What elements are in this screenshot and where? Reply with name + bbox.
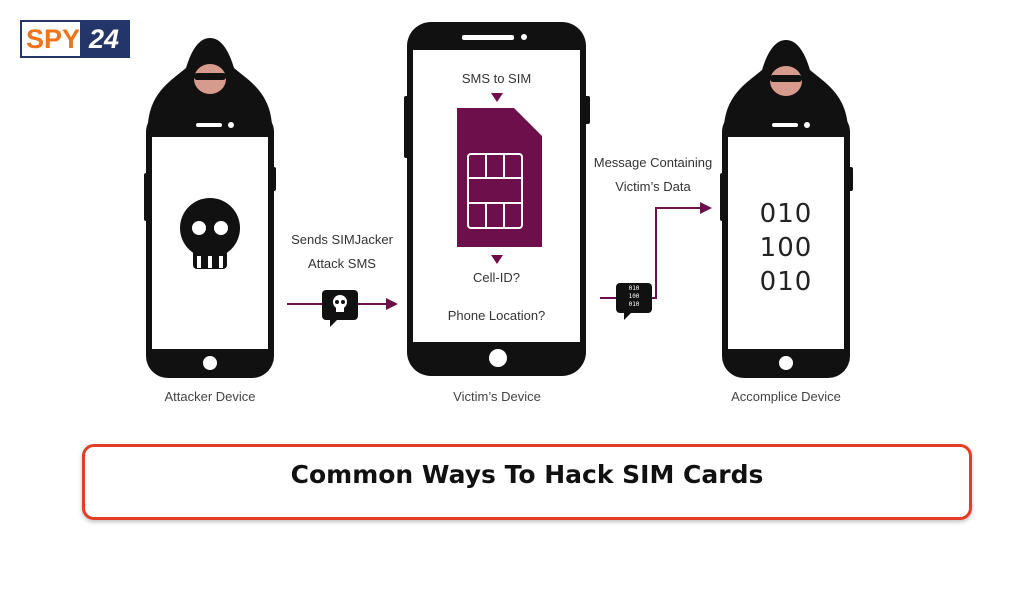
- triangle-down-icon: [491, 255, 503, 264]
- skull-icon: [180, 198, 240, 269]
- binary-row: 010: [759, 199, 813, 229]
- data-bubble-binary-row: 010: [628, 285, 640, 292]
- accomplice-device-caption: Accomplice Device: [731, 389, 841, 404]
- binary-row: 010: [759, 267, 813, 297]
- triangle-down-icon: [491, 93, 503, 102]
- title-banner: Common Ways To Hack SIM Cards: [82, 444, 972, 520]
- sms-to-sim-label: SMS to SIM: [461, 71, 532, 86]
- hacker-icon-accomplice: [724, 40, 848, 127]
- victim-data-line2: Victim’s Data: [615, 179, 691, 194]
- data-bubble-binary: 010 100 010: [616, 285, 652, 309]
- data-message-bubble-icon: [616, 283, 652, 320]
- phone-location-label: Phone Location?: [447, 308, 546, 323]
- victim-device-caption: Victim’s Device: [453, 389, 541, 404]
- binary-row: 100: [759, 233, 813, 263]
- data-bubble-binary-row: 010: [628, 301, 640, 308]
- sms-skull-bubble-icon: [322, 290, 358, 327]
- victim-data-arrow: [600, 202, 712, 299]
- binary-data-display: 010 100 010: [728, 197, 844, 299]
- banner-title: Common Ways To Hack SIM Cards: [290, 460, 764, 489]
- attack-sms-line1: Sends SIMJacker: [291, 232, 393, 247]
- cell-id-label: Cell-ID?: [473, 270, 520, 285]
- sim-card-icon: [457, 108, 542, 247]
- data-bubble-binary-row: 100: [628, 293, 640, 300]
- spy24-logo: SPY 24: [20, 20, 130, 58]
- attack-sms-message: Sends SIMJacker Attack SMS: [272, 228, 412, 276]
- victim-data-line1: Message Containing: [593, 155, 713, 170]
- victim-data-message: Message Containing Victim’s Data: [578, 151, 728, 199]
- logo-text-spy: SPY: [22, 22, 86, 56]
- hacker-icon-attacker: [148, 38, 272, 125]
- attack-sms-line2: Attack SMS: [308, 256, 376, 271]
- accomplice-phone: [720, 110, 853, 378]
- attacker-device-caption: Attacker Device: [164, 389, 256, 404]
- logo-text-24: 24: [80, 22, 128, 56]
